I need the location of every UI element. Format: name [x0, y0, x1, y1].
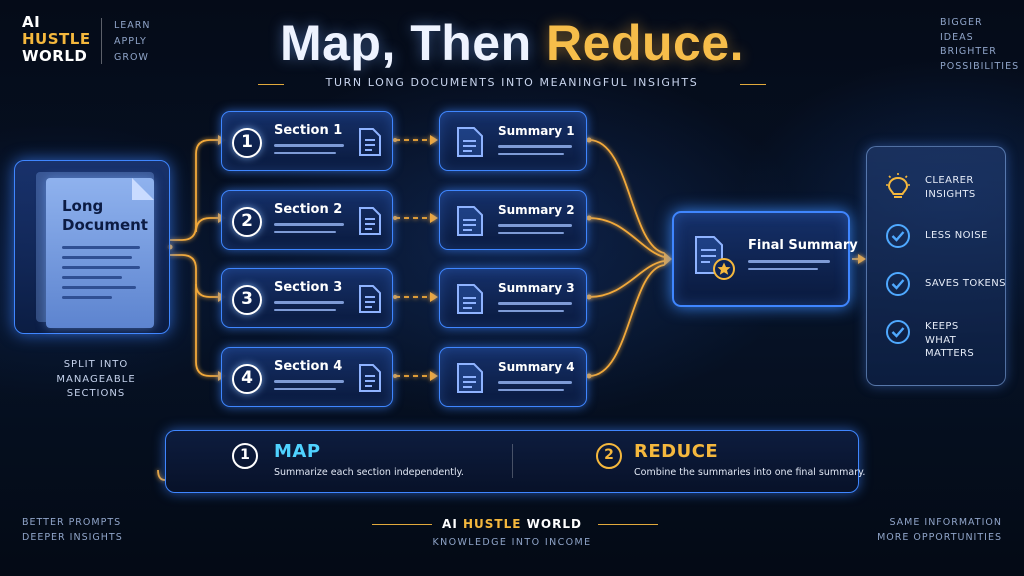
document-icon [457, 363, 483, 393]
slogan-line: BRIGHTER [940, 46, 997, 57]
map-title: MAP [274, 441, 321, 462]
map-reduce-divider [512, 444, 513, 478]
section-card-3: 3 Section 3 [221, 268, 393, 328]
section-card-2: 2 Section 2 [221, 190, 393, 250]
tagline-apply: APPLY [114, 36, 147, 47]
check-circle-icon [886, 224, 910, 248]
map-reduce-panel: 1 MAP Summarize each section independent… [165, 430, 865, 493]
document-icon [359, 364, 381, 392]
connector-summary-3-to-final [588, 260, 665, 298]
footer-line-right [598, 524, 658, 525]
final-summary-label: Final Summary [748, 238, 858, 253]
section-card-4: 4 Section 4 [221, 347, 393, 407]
document-icon [457, 284, 483, 314]
slogan-line: POSSIBILITIES [940, 60, 1020, 72]
connector-summary-4-to-final [588, 264, 665, 377]
document-icon [457, 127, 483, 157]
summary-card-1: Summary 1 [439, 111, 587, 171]
benefit-text: INSIGHTS [925, 188, 976, 200]
footer-line-left [372, 524, 432, 525]
document-icon [359, 285, 381, 313]
summary-label-4: Summary 4 [498, 360, 575, 374]
benefit-text: KEEPS [925, 321, 959, 332]
brand-hustle: HUSTLE [22, 30, 91, 48]
brand-logo: AI HUSTLE WORLD [22, 14, 91, 65]
long-document-title: Long Document [62, 197, 148, 234]
section-label-2: Section 2 [274, 202, 343, 217]
summary-label-3: Summary 3 [498, 281, 575, 295]
section-label-3: Section 3 [274, 280, 343, 295]
page-title: Map, Then Reduce. [0, 14, 1024, 72]
subtitle-line-right [740, 84, 766, 85]
section-number-3: 3 [232, 285, 262, 315]
final-document-star-icon [695, 236, 735, 280]
split-caption: SPLIT INTO MANAGEABLE SECTIONS [56, 359, 136, 399]
footer-tagline: KNOWLEDGE INTO INCOME [432, 537, 592, 548]
tagline-grow: GROW [114, 52, 149, 63]
brand-world: WORLD [22, 47, 88, 65]
section-label-1: Section 1 [274, 123, 343, 138]
title-part-1: Map, Then [279, 15, 547, 71]
connector-doc-to-section-3 [170, 254, 218, 298]
document-icon [359, 207, 381, 235]
summary-card-2: Summary 2 [439, 190, 587, 250]
map-description: Summarize each section independently. [274, 467, 464, 478]
tagline-learn: LEARN [114, 20, 151, 31]
section-card-1: 1 Section 1 [221, 111, 393, 171]
brand-tagline: LEARN APPLY GROW [114, 18, 151, 66]
benefit-text: WHAT MATTERS [925, 334, 975, 360]
slogan-line: IDEAS [940, 31, 974, 43]
summary-card-4: Summary 4 [439, 347, 587, 407]
benefit-text: CLEARER [925, 175, 974, 186]
title-part-2: Reduce. [546, 15, 745, 71]
section-number-4: 4 [232, 364, 262, 394]
subtitle-block: TURN LONG DOCUMENTS INTO MEANINGFUL INSI… [258, 76, 766, 92]
reduce-description: Combine the summaries into one final sum… [634, 467, 866, 478]
long-document-lines [62, 246, 140, 306]
reduce-number: 2 [596, 443, 622, 469]
summary-label-1: Summary 1 [498, 124, 575, 138]
summary-card-3: Summary 3 [439, 268, 587, 328]
long-document-icon [46, 178, 154, 328]
check-circle-icon [886, 272, 910, 296]
benefits-panel: CLEARER INSIGHTS LESS NOISE SAVES TOKENS… [866, 146, 1006, 386]
lightbulb-icon [886, 173, 910, 198]
brand-divider [101, 18, 102, 64]
connector-summary-2-to-final [588, 217, 665, 258]
connector-doc-to-section-4 [195, 284, 218, 377]
section-number-2: 2 [232, 207, 262, 237]
subtitle-line-left [258, 84, 284, 85]
footer-brand: AI HUSTLE WORLD [442, 517, 582, 531]
page-subtitle: TURN LONG DOCUMENTS INTO MEANINGFUL INSI… [325, 76, 699, 89]
connector-summary-1-to-final [588, 139, 665, 254]
document-icon [457, 206, 483, 236]
connector-doc-to-section-2 [195, 217, 218, 233]
connector-doc-to-section-1 [170, 139, 218, 241]
benefit-text: LESS NOISE [925, 230, 988, 241]
summary-label-2: Summary 2 [498, 203, 575, 217]
final-summary-card: Final Summary [672, 211, 858, 307]
top-right-slogan: BIGGER IDEAS BRIGHTER POSSIBILITIES [940, 16, 1019, 74]
footer-left-slogan: BETTER PROMPTS DEEPER INSIGHTS [22, 517, 123, 543]
benefit-text: SAVES TOKENS [925, 278, 1006, 289]
section-label-4: Section 4 [274, 359, 343, 374]
section-number-1: 1 [232, 128, 262, 158]
slogan-line: BIGGER [940, 17, 983, 28]
map-number: 1 [232, 443, 258, 469]
document-icon [359, 128, 381, 156]
reduce-title: REDUCE [634, 441, 719, 462]
brand-ai: AI [22, 13, 41, 31]
footer-right-slogan: SAME INFORMATION MORE OPPORTUNITIES [877, 517, 1002, 543]
check-circle-icon [886, 320, 910, 344]
